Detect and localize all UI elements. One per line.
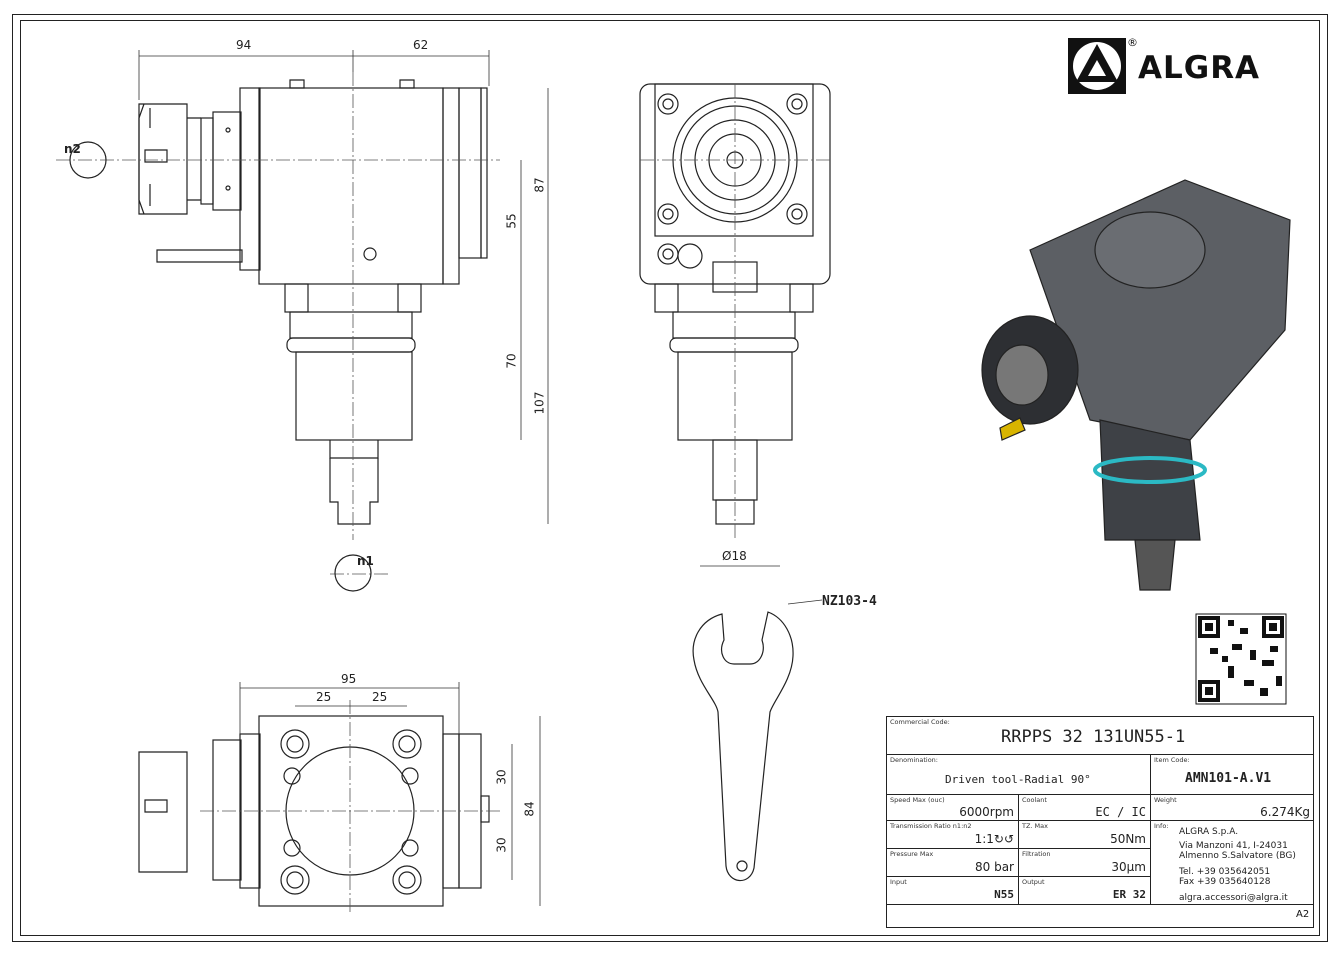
pressure-cell: Pressure Max 80 bar xyxy=(887,849,1019,877)
dim-84: 84 xyxy=(522,801,537,817)
sheet-size: A2 xyxy=(1296,909,1310,920)
item-code: AMN101-A.V1 xyxy=(1185,771,1272,786)
speed-label: Speed Max (ouc) xyxy=(890,796,945,804)
ratio-cell: Transmission Ratio n1:n2 1:1↻↺ xyxy=(887,821,1019,849)
denomination: Driven tool-Radial 90° xyxy=(945,773,1091,786)
brand-registered-mark: ® xyxy=(1127,36,1138,49)
info-fax: Fax +39 035640128 xyxy=(1179,877,1271,887)
3d-render xyxy=(981,179,1291,591)
dim-shank-diameter: Ø18 xyxy=(722,549,747,563)
coolant-label: Coolant xyxy=(1022,796,1047,804)
speed: 6000rpm xyxy=(959,805,1014,819)
item-code-cell: Item Code: AMN101-A.V1 xyxy=(1151,755,1314,795)
torque-cell: TZ. Max 50Nm xyxy=(1019,821,1151,849)
torque-label: TZ. Max xyxy=(1022,822,1048,830)
output: ER 32 xyxy=(1112,888,1146,901)
title-block: Commercial Code: RRPPS 32 131UN55-1 Deno… xyxy=(886,716,1314,928)
info-company: ALGRA S.p.A. xyxy=(1179,827,1239,837)
bottom-view xyxy=(138,715,490,907)
dim-70: 70 xyxy=(504,353,519,369)
rotation-label-n1: n1 xyxy=(357,554,374,568)
coolant-cell: Coolant EC / IC xyxy=(1019,795,1151,821)
front-view xyxy=(138,79,488,525)
inner-frame xyxy=(20,20,1320,936)
pressure-label: Pressure Max xyxy=(890,850,934,858)
outer-frame xyxy=(12,14,1328,942)
dim-94: 94 xyxy=(236,38,252,52)
info-address-1: Via Manzoni 41, I-24031 xyxy=(1179,841,1288,851)
weight-label: Weight xyxy=(1154,796,1177,804)
filtration: 30µm xyxy=(1111,860,1146,874)
dim-62: 62 xyxy=(413,38,429,52)
commercial-code-cell: Commercial Code: RRPPS 32 131UN55-1 xyxy=(887,717,1314,755)
dim-87: 87 xyxy=(532,177,547,193)
output-label: Output xyxy=(1022,878,1045,886)
weight-cell: Weight 6.274Kg xyxy=(1151,795,1314,821)
commercial-code-label: Commercial Code: xyxy=(890,718,950,726)
info-cell: Info: ALGRA S.p.A. Via Manzoni 41, I-240… xyxy=(1151,821,1314,905)
dim-95: 95 xyxy=(341,672,357,686)
qr-code xyxy=(1195,613,1287,705)
dim-55: 55 xyxy=(504,213,519,229)
input: N55 xyxy=(994,888,1014,901)
output-cell: Output ER 32 xyxy=(1019,877,1151,905)
coolant: EC / IC xyxy=(1095,805,1146,819)
dim-30-bottom: 30 xyxy=(494,837,509,853)
ratio: 1:1↻↺ xyxy=(974,832,1014,846)
dim-107: 107 xyxy=(532,391,547,415)
dim-25-left: 25 xyxy=(316,690,332,704)
pressure: 80 bar xyxy=(975,860,1014,874)
rotation-label-n2: n2 xyxy=(64,142,81,156)
ratio-label: Transmission Ratio n1:n2 xyxy=(890,822,972,830)
torque: 50Nm xyxy=(1110,832,1146,846)
brand-logo-mark xyxy=(1068,38,1126,94)
wrench-callout: NZ103-4 xyxy=(822,594,877,609)
wrench-drawing xyxy=(692,611,794,882)
weight: 6.274Kg xyxy=(1260,805,1310,819)
dim-25-right: 25 xyxy=(372,690,388,704)
brand-name: ALGRA xyxy=(1138,50,1261,86)
item-code-label: Item Code: xyxy=(1154,756,1190,764)
info-tel: Tel. +39 035642051 xyxy=(1179,867,1271,877)
denomination-cell: Denomination: Driven tool-Radial 90° xyxy=(887,755,1151,795)
filtration-label: Filtration xyxy=(1022,850,1051,858)
commercial-code: RRPPS 32 131UN55-1 xyxy=(1001,727,1186,747)
info-label: Info: xyxy=(1154,822,1169,830)
speed-cell: Speed Max (ouc) 6000rpm xyxy=(887,795,1019,821)
input-cell: Input N55 xyxy=(887,877,1019,905)
info-email[interactable]: algra.accessori@algra.it xyxy=(1179,893,1288,903)
input-label: Input xyxy=(890,878,907,886)
info-address-2: Almenno S.Salvatore (BG) xyxy=(1179,851,1296,861)
dim-30-top: 30 xyxy=(494,769,509,785)
filtration-cell: Filtration 30µm xyxy=(1019,849,1151,877)
rotation-arrows xyxy=(69,141,372,592)
denomination-label: Denomination: xyxy=(890,756,938,764)
